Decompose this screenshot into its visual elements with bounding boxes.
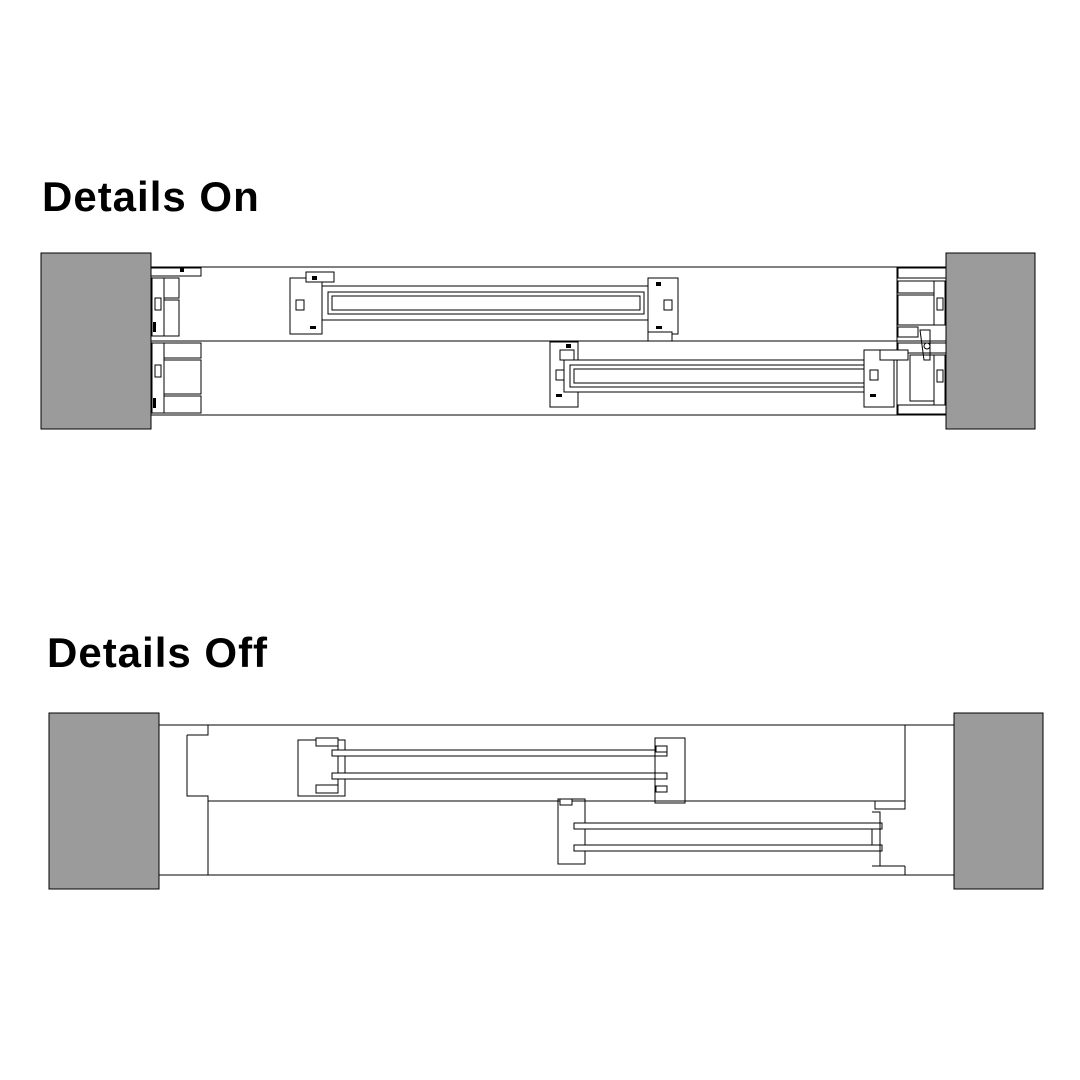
- detail-off-plan: [48, 712, 1044, 890]
- title-details-on: Details On: [42, 173, 260, 220]
- right-jamb-profile: [897, 267, 947, 415]
- sash-lower-detailed: [549, 341, 909, 408]
- frame-outline-simple: [159, 724, 954, 876]
- frame-track-lines: [151, 266, 946, 416]
- wall-right-simple: [953, 712, 1044, 890]
- sash-lower-simple: [557, 798, 883, 867]
- wall-left-detailed: [40, 252, 152, 430]
- title-details-off: Details Off: [47, 629, 269, 676]
- sash-upper-simple: [297, 737, 686, 804]
- wall-left-simple: [48, 712, 160, 890]
- detail-on-plan: [40, 252, 1036, 430]
- sash-upper-detailed: [289, 271, 679, 342]
- left-jamb-profile: [150, 267, 202, 414]
- wall-right-detailed: [945, 252, 1036, 430]
